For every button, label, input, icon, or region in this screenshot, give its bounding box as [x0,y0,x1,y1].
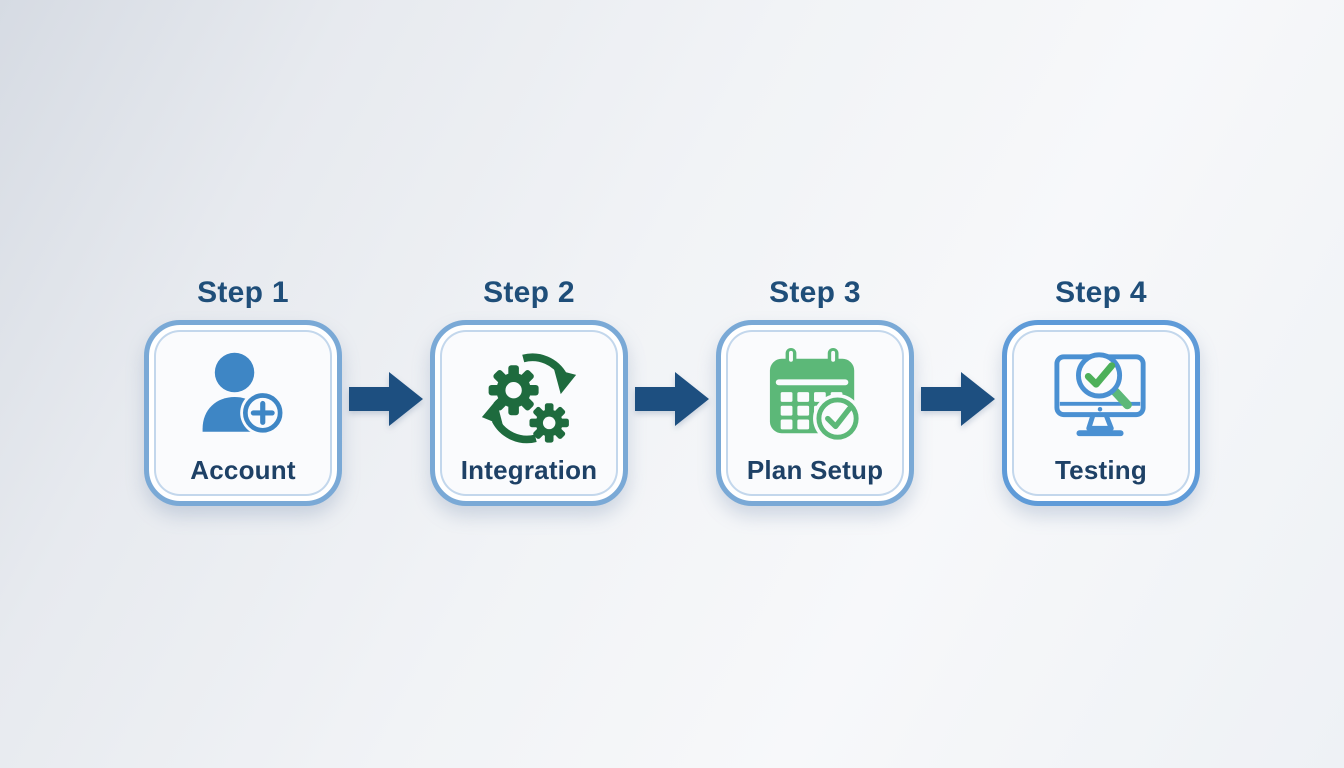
step-column-testing: Step 4 Testing [1002,277,1200,506]
process-flow-diagram: Step 1 Account Step 2 [0,277,1344,506]
calendar-check-icon [766,344,864,448]
step-box-testing: Testing [1002,320,1200,506]
step-box-plan-setup: Plan Setup [716,320,914,506]
monitor-search-check-icon [1052,344,1150,448]
step-title: Step 2 [483,276,575,309]
gears-sync-icon [479,344,579,448]
step-label: Testing [1055,455,1147,485]
step-title: Step 3 [769,276,861,309]
step-box-account: Account [144,320,342,506]
step-column-account: Step 1 Account [144,277,342,506]
user-add-icon [196,344,290,448]
step-label: Integration [460,455,598,485]
flow-arrow-icon [921,372,995,426]
flow-arrow-icon [635,372,709,426]
step-title: Step 1 [197,276,289,309]
step-label: Plan Setup [746,455,884,485]
step-column-plan-setup: Step 3 [716,277,914,506]
step-label: Account [190,455,296,485]
step-title: Step 4 [1055,276,1147,309]
step-box-integration: Integration [430,320,628,506]
flow-arrow-icon [349,372,423,426]
step-column-integration: Step 2 [430,277,628,506]
